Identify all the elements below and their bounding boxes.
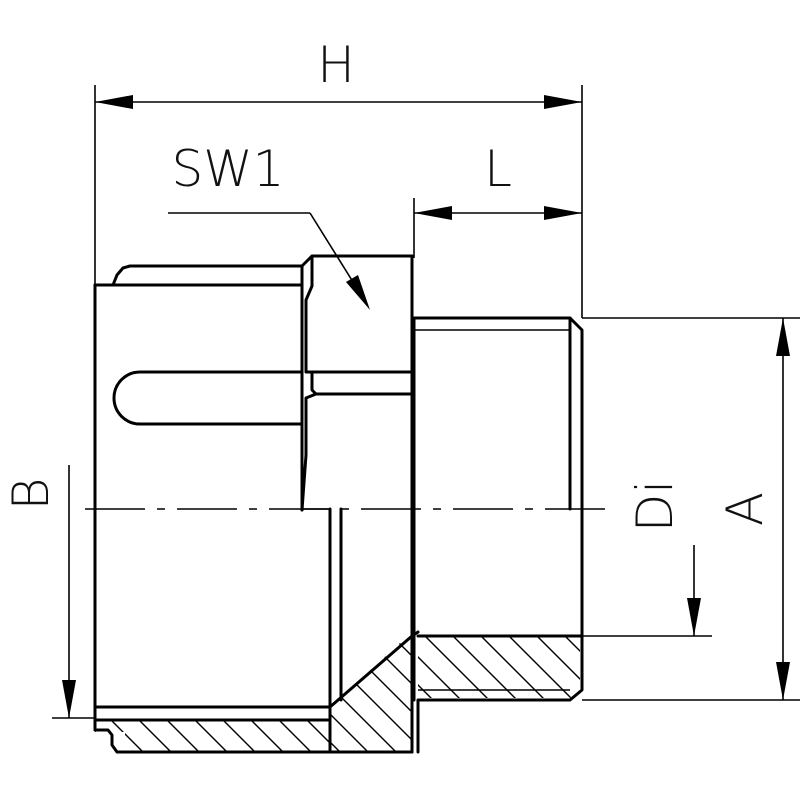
extension-lines	[52, 85, 800, 719]
hatch-line	[587, 630, 662, 705]
arrowhead-down	[62, 680, 76, 718]
dimension-l: L	[414, 140, 582, 220]
hatch-line	[146, 720, 208, 752]
arrowhead	[346, 275, 370, 310]
hatch-line	[446, 636, 523, 698]
hatch-line	[286, 720, 330, 752]
hatch-line	[95, 720, 152, 752]
arrowhead-right	[544, 206, 582, 220]
leader-sw1: SW1	[168, 140, 370, 310]
hatch-line	[418, 636, 467, 698]
hatch-line	[418, 636, 495, 698]
arrowhead-left	[95, 95, 133, 109]
hatch-line	[180, 620, 320, 760]
label-b: B	[2, 478, 60, 511]
hatch-line	[174, 720, 236, 752]
hatch-line	[95, 720, 96, 752]
hatch-line	[258, 720, 320, 752]
hatch-line	[330, 632, 412, 752]
hatch-line	[118, 720, 180, 752]
label-a: A	[716, 492, 774, 526]
label-l: L	[484, 140, 512, 198]
hatch-line	[474, 636, 551, 698]
arrowhead-down	[687, 598, 701, 636]
dimension-h: H	[95, 36, 582, 109]
arrowhead-right	[544, 95, 582, 109]
hatch-line	[530, 636, 580, 698]
hatch-line	[330, 632, 405, 752]
arrowhead-left	[414, 206, 452, 220]
hatch-line	[502, 636, 579, 698]
dimension-b: B	[2, 465, 76, 718]
hatch-line	[330, 632, 377, 752]
hatch-line	[202, 720, 264, 752]
part-outline	[93, 254, 584, 754]
hatch-line	[558, 636, 580, 698]
label-h: H	[317, 36, 355, 94]
dimension-di: Di	[626, 480, 701, 636]
hatch-line	[330, 632, 349, 752]
dimension-a: A	[716, 318, 790, 700]
arrowhead-up	[776, 318, 790, 356]
label-sw1: SW1	[172, 140, 285, 198]
label-di: Di	[626, 480, 684, 532]
hatch-line	[418, 636, 439, 698]
hatch-line	[95, 720, 124, 752]
arrowhead-down	[776, 662, 790, 700]
hatch-line	[230, 720, 292, 752]
